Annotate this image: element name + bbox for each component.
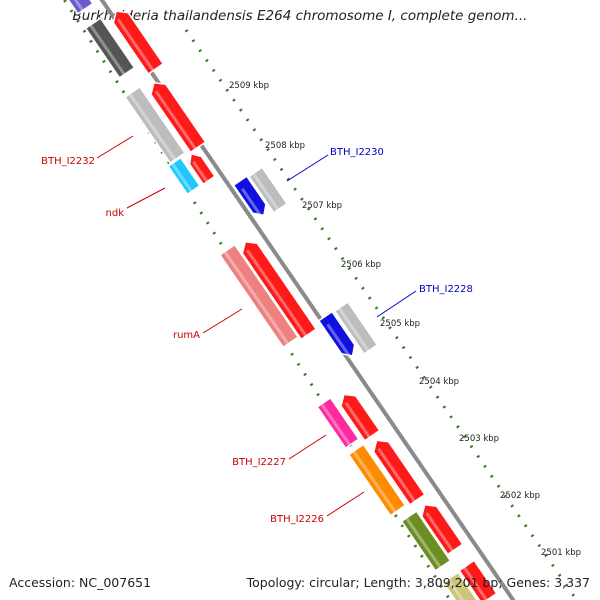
kbp-tick-2503: 2503 kbp [459, 434, 499, 444]
connector-ruma [202, 308, 243, 334]
gene-red-small-highlight [192, 160, 209, 183]
gene-blue-2230-highlight [241, 188, 263, 218]
kbp-tick-2507: 2507 kbp [302, 201, 342, 211]
gene-grey-dark[interactable] [84, 17, 136, 79]
gene-red-small[interactable] [188, 152, 216, 186]
gene-olive[interactable] [400, 510, 452, 572]
gene-purple-top-highlight [73, 0, 84, 12]
inner-ruler-line [62, 0, 452, 600]
kbp-tick-2502: 2502 kbp [500, 491, 540, 501]
gene-magenta-2227-highlight [320, 403, 352, 447]
gene-red-2227[interactable] [340, 393, 381, 442]
gene-magenta-2227[interactable] [316, 396, 360, 450]
gene-pink-ruma-highlight [223, 250, 290, 345]
gene-grey-2228[interactable] [333, 300, 379, 356]
kbp-tick-2508: 2508 kbp [265, 141, 305, 151]
gene-orange-2226[interactable] [347, 443, 407, 517]
connector-bth-i2227 [288, 434, 327, 460]
connector-bth-i2232 [96, 135, 134, 159]
kbp-tick-2506: 2506 kbp [341, 260, 381, 270]
gene-blue-2228-highlight [326, 323, 352, 359]
gene-grey-dark-highlight [89, 24, 126, 76]
connector-bth-i2226 [326, 491, 365, 517]
gene-label-ndk[interactable]: ndk [106, 208, 125, 219]
gene-red-ruma[interactable] [241, 240, 318, 341]
gene-grey-2232-highlight [128, 92, 177, 161]
gene-label-bth-i2226[interactable]: BTH_I2226 [270, 514, 324, 525]
gene-red-bottom[interactable] [458, 559, 498, 600]
gene-khaki-bottom[interactable] [442, 571, 480, 600]
gene-cyan-ndk[interactable] [167, 156, 201, 196]
connector-ndk [126, 187, 166, 209]
gene-grey-2230-highlight [252, 172, 280, 211]
gene-grey-2228-highlight [337, 307, 370, 352]
gene-blue-2228[interactable] [317, 310, 356, 357]
gene-red-2226[interactable] [372, 439, 426, 506]
kbp-tick-2505: 2505 kbp [380, 319, 420, 329]
gene-red-bottom-highlight [462, 566, 488, 600]
outer-ruler-line [184, 29, 579, 600]
kbp-tick-2504: 2504 kbp [419, 377, 459, 387]
gene-labels: BTH_I2232 ndk rumA BTH_I2227 BTH_I2226 B… [41, 147, 473, 525]
gene-red-top-highlight [116, 18, 155, 72]
connector-bth-i2228 [376, 290, 417, 318]
gene-red-2226-highlight [377, 447, 416, 503]
topology-summary: Topology: circular; Length: 3,809,201 bp… [246, 575, 590, 590]
gene-label-ruma[interactable]: rumA [173, 330, 200, 341]
gene-features [63, 0, 498, 600]
gene-red-ruma-highlight [246, 249, 308, 337]
kbp-tick-2509: 2509 kbp [229, 81, 269, 91]
gene-cyan-ndk-highlight [170, 162, 193, 193]
connector-bth-i2230 [286, 154, 329, 182]
accession-label: Accession: NC_007651 [9, 575, 152, 590]
gene-purple-top[interactable] [63, 0, 94, 15]
gene-khaki-bottom-highlight [446, 578, 465, 600]
gene-blue-2230[interactable] [232, 175, 267, 217]
kbp-tick-2501: 2501 kbp [541, 548, 581, 558]
gene-orange-2226-highlight [352, 450, 397, 514]
gene-grey-2230[interactable] [247, 166, 289, 214]
gene-pink-ruma[interactable] [218, 243, 300, 349]
gene-red-2232[interactable] [150, 81, 207, 154]
gene-olive-highlight [405, 517, 442, 569]
gene-grey-2232[interactable] [123, 85, 187, 165]
gene-red-2232-highlight [154, 90, 197, 150]
gene-label-bth-i2232[interactable]: BTH_I2232 [41, 156, 95, 167]
label-connectors [96, 135, 417, 517]
gene-label-bth-i2230[interactable]: BTH_I2230 [330, 147, 384, 158]
ruler-labels: 2509 kbp 2508 kbp 2507 kbp 2506 kbp 2505… [229, 81, 581, 558]
map-title: Burkholderia thailandensis E264 chromoso… [72, 8, 528, 24]
gene-red-lower-highlight [425, 512, 454, 552]
ruler-lines [62, 0, 579, 600]
gene-red-lower[interactable] [420, 503, 464, 556]
gene-label-bth-i2228[interactable]: BTH_I2228 [419, 284, 473, 295]
gene-red-2227-highlight [344, 401, 371, 439]
gene-red-top[interactable] [112, 10, 165, 76]
gene-label-bth-i2227[interactable]: BTH_I2227 [232, 457, 286, 468]
